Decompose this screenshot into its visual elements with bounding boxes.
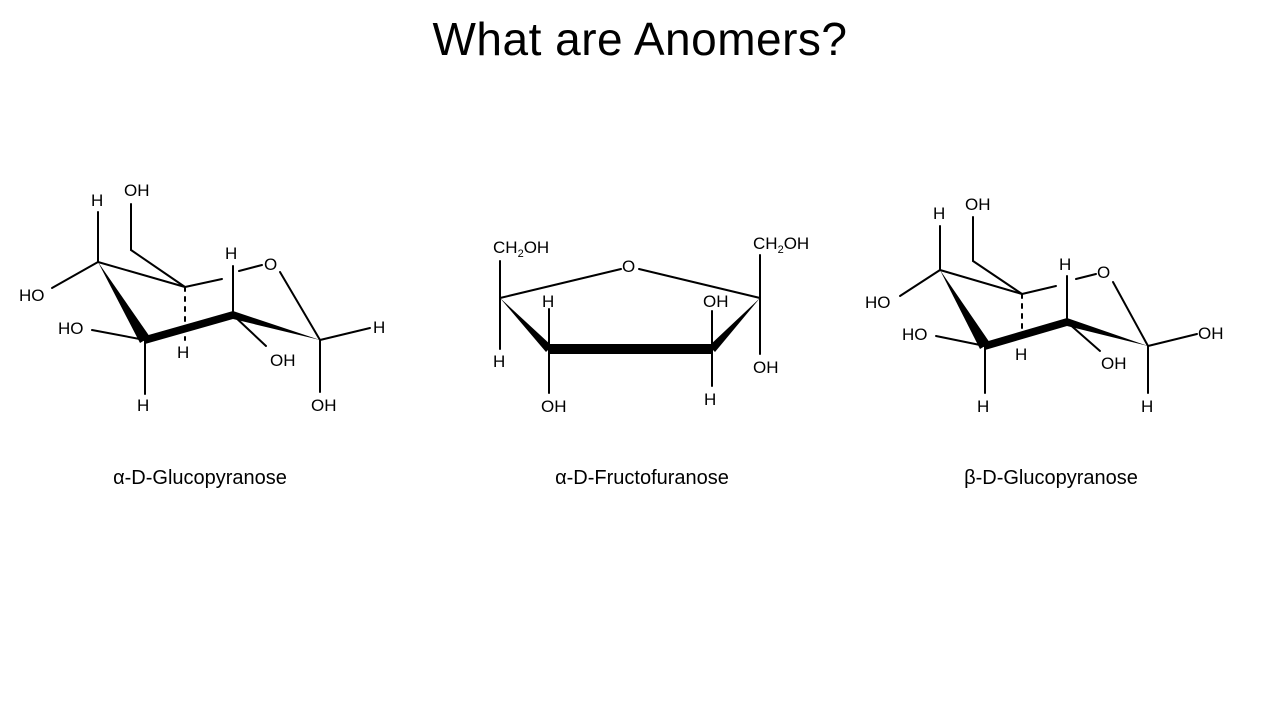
label-oh-c2top: OH (703, 292, 729, 311)
label-ch2oh-left: CH2OH (493, 238, 549, 260)
label-h-c4: H (542, 292, 554, 311)
label-oh-c2: OH (270, 351, 296, 370)
label-oh-c1: OH (1198, 324, 1224, 343)
alpha-glucopyranose-structure: H OH HO HO H O H H OH H OH (19, 181, 385, 415)
label-o-ring: O (1097, 263, 1110, 282)
label-ch2oh-oh: OH (965, 195, 991, 214)
caption-alpha-fructofuranose: α-D-Fructofuranose (555, 467, 729, 489)
label-oh-c2: OH (753, 358, 779, 377)
label-o-ring: O (622, 257, 635, 276)
alpha-fructofuranose-structure: CH2OH O CH2OH H H OH OH OH H (493, 234, 809, 416)
caption-alpha-glucopyranose: α-D-Glucopyranose (113, 467, 287, 489)
label-ho-c3: HO (902, 325, 928, 344)
label-h-c1: H (373, 318, 385, 337)
label-ho-c4: HO (865, 293, 891, 312)
label-h-c4: H (933, 204, 945, 223)
label-h-c2: H (1015, 345, 1027, 364)
label-h-c4: H (91, 191, 103, 210)
label-h-c3: H (137, 396, 149, 415)
label-h-c5: H (177, 343, 189, 362)
label-h-c2: H (225, 244, 237, 263)
label-ho-c4: HO (19, 286, 45, 305)
slide-title: What are Anomers? (432, 13, 848, 65)
label-ch2oh-oh: OH (124, 181, 150, 200)
label-h-c1: H (1141, 397, 1153, 416)
label-oh-c4: OH (541, 397, 567, 416)
label-ho-c3: HO (58, 319, 84, 338)
label-h-c5: H (493, 352, 505, 371)
caption-beta-glucopyranose: β-D-Glucopyranose (964, 467, 1138, 489)
label-oh-c1: OH (311, 396, 337, 415)
beta-glucopyranose-structure: H OH H O HO HO OH H OH H H (865, 195, 1224, 416)
label-h-c3: H (977, 397, 989, 416)
label-h-c3: H (704, 390, 716, 409)
label-o-ring: O (264, 255, 277, 274)
label-ch2oh-right: CH2OH (753, 234, 809, 256)
label-h-c5: H (1059, 255, 1071, 274)
label-oh-c2: OH (1101, 354, 1127, 373)
